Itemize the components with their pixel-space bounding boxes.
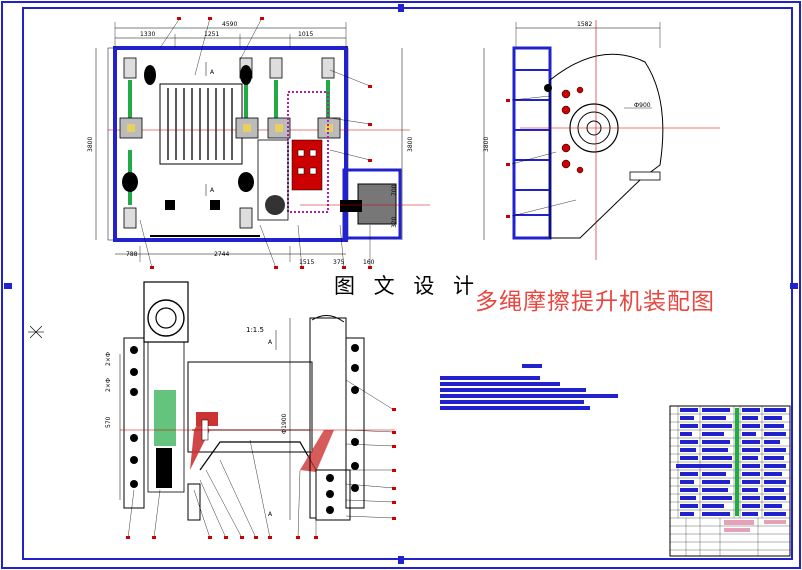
dim-small-h2: 320 [391,216,398,228]
dim-side-dia: Ф900 [634,102,651,109]
dim-front-2: 2×Ф [105,378,112,392]
section-mark-a-top: A [210,69,215,76]
dim-bottom-b: 375 [333,259,345,266]
centering-marks [4,4,798,564]
dim-top-overall: 4590 [222,21,237,28]
dim-top-seg2: 1251 [204,31,219,38]
dim-front-1: 2×Ф [105,352,112,366]
dim-front-3: 570 [105,416,112,428]
dim-top-seg3: 1015 [298,31,313,38]
parts-list-table [669,405,791,557]
dim-side-width: 1582 [577,21,592,28]
dim-bottom-left: 788 [126,251,138,258]
dim-side-height: 3800 [483,137,490,152]
dim-bottom-mid: 2744 [214,251,229,258]
dim-left-height: 3800 [87,137,94,152]
dim-right-height: 3800 [407,137,414,152]
technical-notes-block [440,364,618,410]
plan-view [95,17,430,269]
dim-bottom-a: 1515 [299,259,314,266]
dim-bottom-c: 160 [363,259,375,266]
front-view [119,281,396,539]
section-mark-a-front-bottom: A [268,511,273,518]
watermark-text: 图 文 设 计 [330,270,485,300]
section-mark-a-front-top: A [268,339,273,346]
side-view [483,20,720,260]
view-ratio-label: 1:1.5 [246,326,264,334]
dim-front-dia: Ф1900 [281,413,288,434]
dim-top-seg1: 1330 [140,31,155,38]
drawing-title: 多绳摩擦提升机装配图 [475,289,715,315]
dim-small-h1: 700 [391,184,398,196]
section-mark-a-bottom: A [210,187,215,194]
